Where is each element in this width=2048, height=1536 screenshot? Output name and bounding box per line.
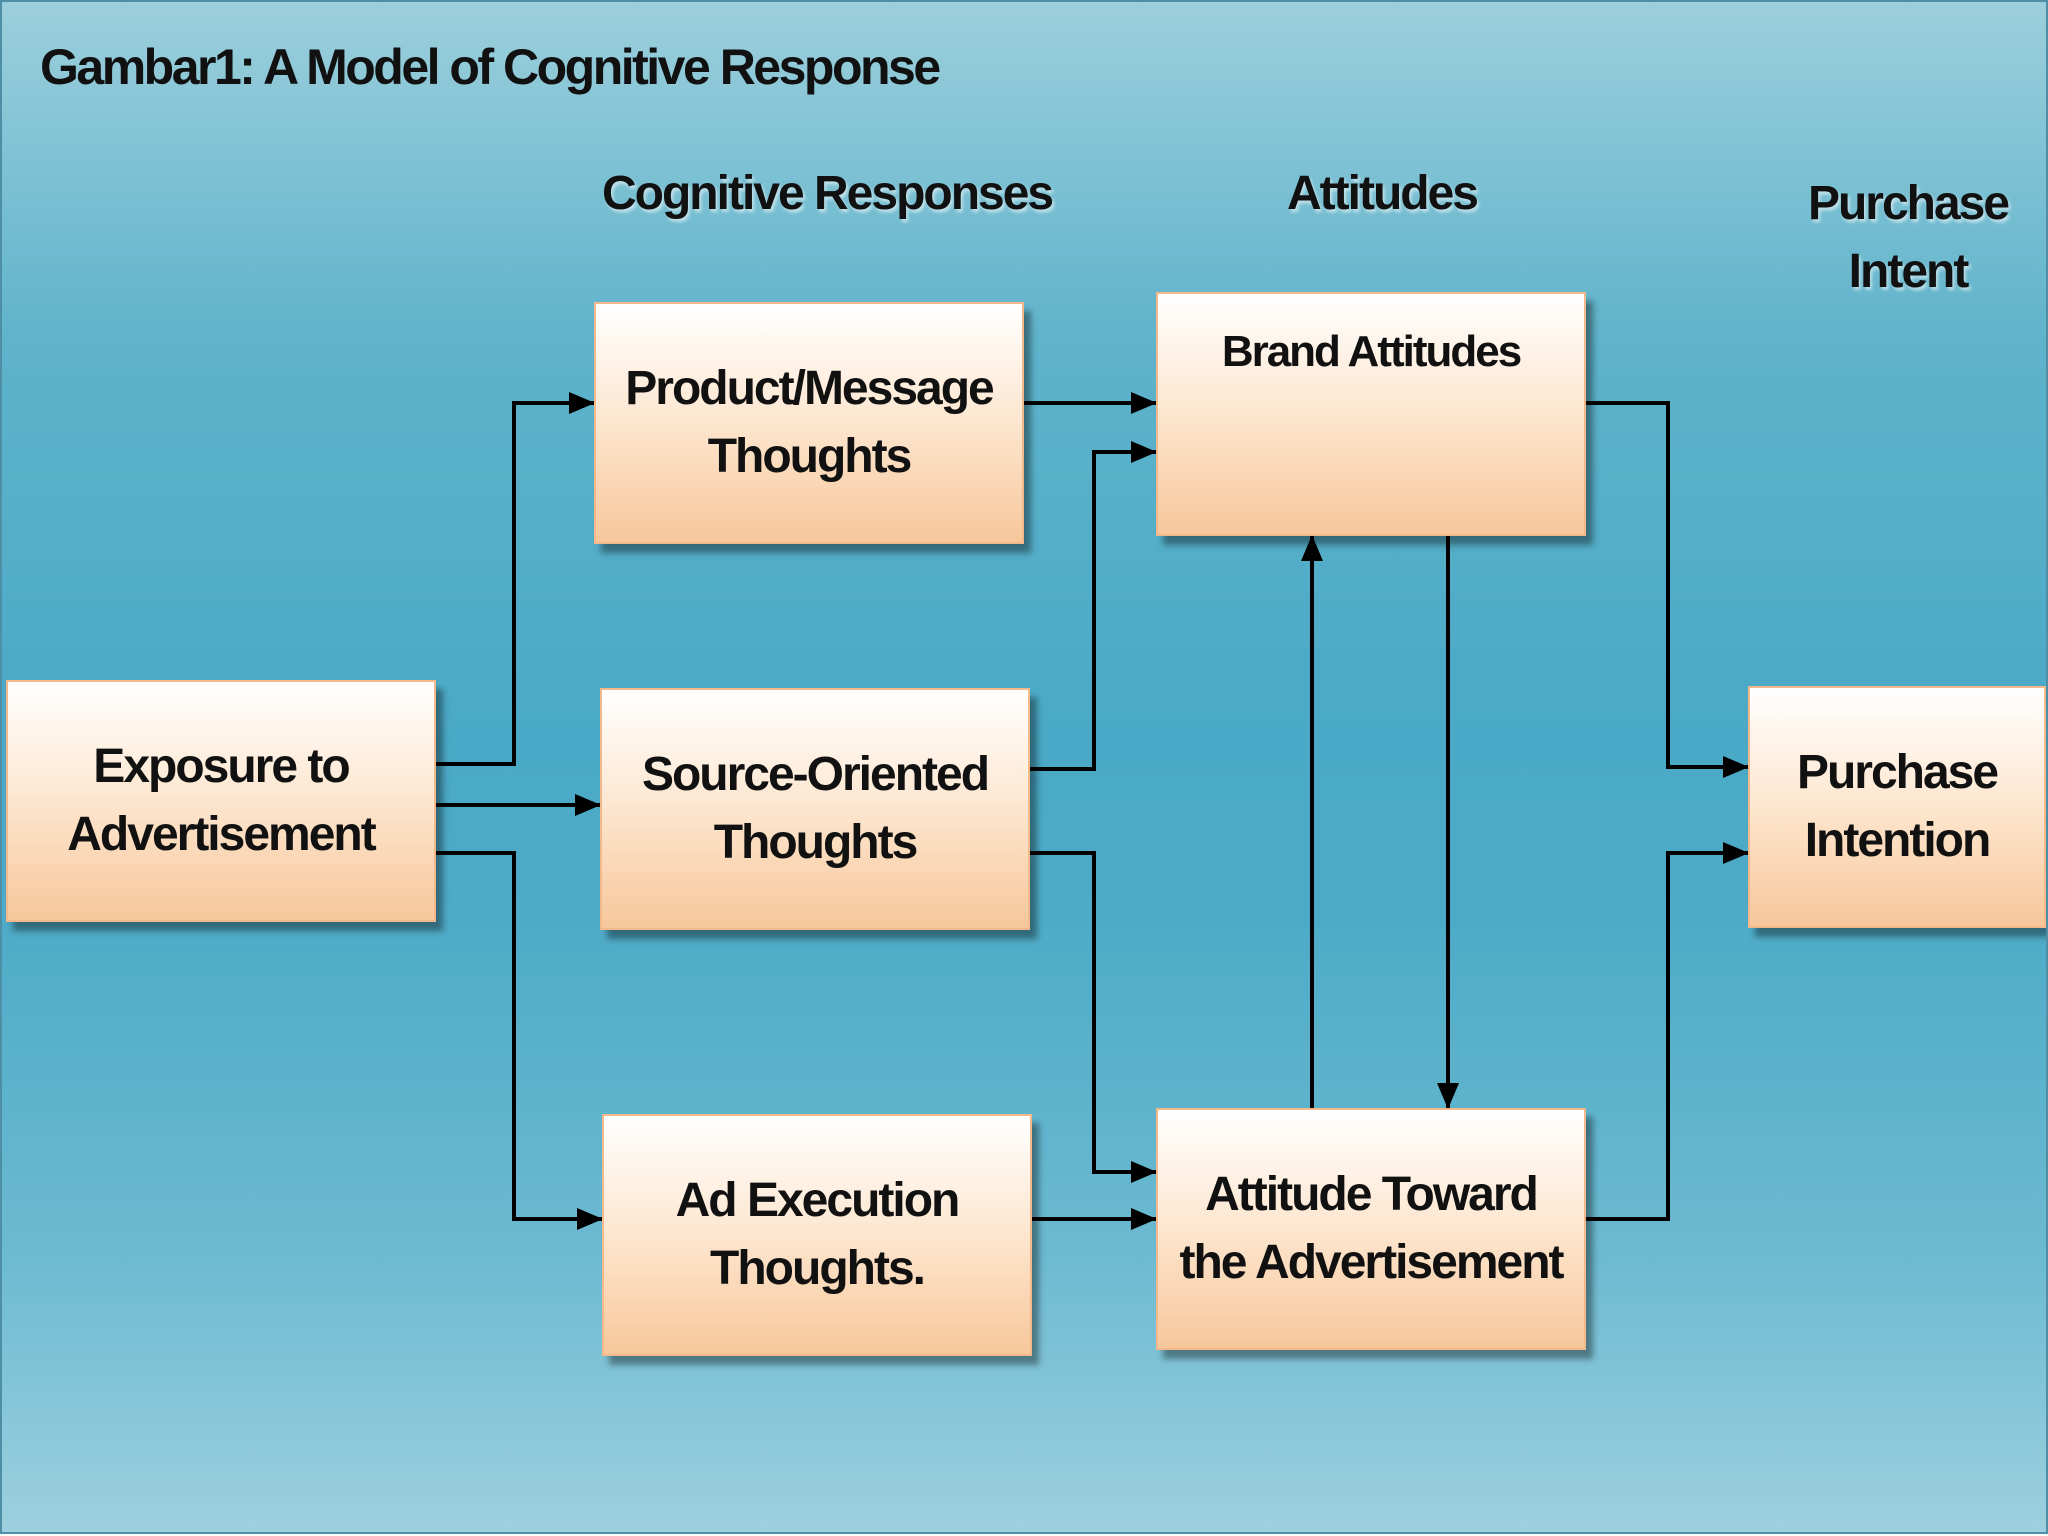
header-cognitive-responses: Cognitive Responses [602, 167, 1054, 220]
node-brand-attitudes: Brand Attitudes [1156, 292, 1586, 536]
header-purchase-intent-line-2: Intent [1848, 245, 1970, 298]
node-purchase-intention-line-1: Purchase [1796, 746, 1999, 799]
node-attitude-ad-line-1: Attitude Toward [1205, 1168, 1539, 1221]
node-product-message-line-2: Thoughts [707, 430, 913, 483]
header-purchase-intent: Purchase Intent [1778, 170, 2038, 306]
node-source-oriented-thoughts: Source-Oriented Thoughts [600, 688, 1030, 930]
header-purchase-intent-line-1: Purchase [1807, 177, 2010, 230]
node-attitude-toward-advertisement: Attitude Toward the Advertisement [1156, 1108, 1586, 1350]
node-ad-execution-line-1: Ad Execution [675, 1174, 961, 1227]
node-exposure-line-1: Exposure to [93, 740, 350, 793]
node-purchase-intention: Purchase Intention [1748, 686, 2046, 928]
node-brand-attitudes-line-1: Brand Attitudes [1221, 327, 1522, 376]
node-product-message-line-1: Product/Message [625, 362, 994, 415]
node-ad-execution-thoughts: Ad Execution Thoughts. [602, 1114, 1032, 1356]
node-exposure-to-advertisement: Exposure to Advertisement [6, 680, 436, 922]
node-purchase-intention-line-2: Intention [1804, 814, 1992, 867]
arrow-brand-attitudes-to-purchase-intention [1586, 401, 1749, 778]
node-exposure-line-2: Advertisement [67, 808, 376, 861]
arrow-attitude-ad-to-purchase-intention [1586, 842, 1749, 1221]
diagram-title: Gambar1: A Model of Cognitive Response [40, 39, 941, 95]
node-product-message-thoughts: Product/Message Thoughts [594, 302, 1024, 544]
node-source-oriented-line-1: Source-Oriented [641, 748, 990, 801]
arrow-exposure-to-product-message [436, 392, 595, 766]
header-attitudes: Attitudes [1287, 167, 1479, 220]
node-ad-execution-line-2: Thoughts. [710, 1242, 926, 1295]
node-source-oriented-line-2: Thoughts [713, 816, 919, 869]
arrow-exposure-to-ad-execution [436, 851, 603, 1230]
arrow-source-oriented-to-attitude-ad [1030, 851, 1157, 1183]
arrow-source-oriented-to-brand-attitudes [1030, 441, 1157, 771]
node-attitude-ad-line-2: the Advertisement [1179, 1236, 1565, 1289]
